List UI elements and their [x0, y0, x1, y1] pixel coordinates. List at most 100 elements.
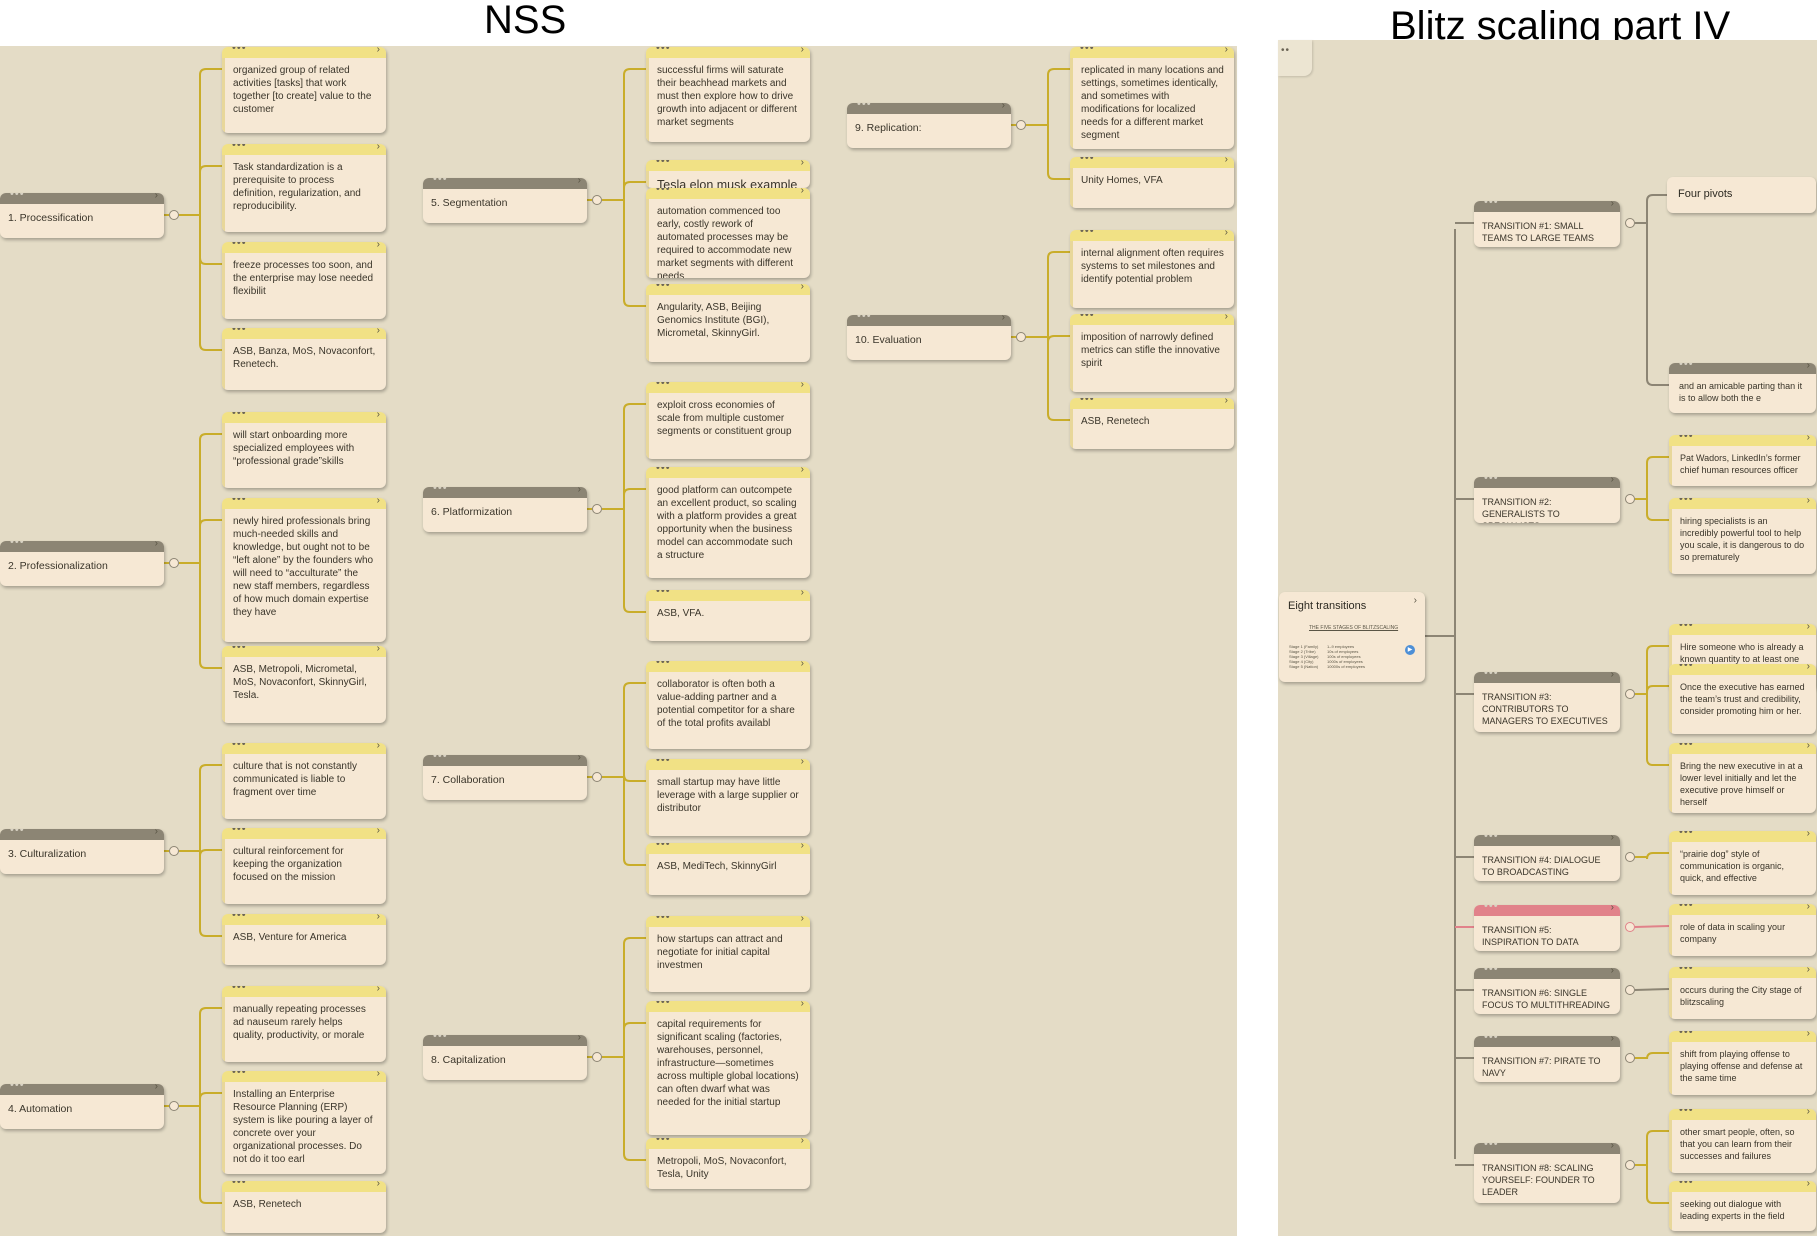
- more-icon[interactable]: •••: [10, 829, 25, 836]
- chevron-right-icon[interactable]: ›: [1610, 1036, 1614, 1044]
- note[interactable]: •••›Bring the new executive in at a lowe…: [1669, 743, 1816, 813]
- more-icon[interactable]: •••: [1080, 398, 1095, 405]
- more-icon[interactable]: •••: [1679, 1031, 1694, 1038]
- more-icon[interactable]: •••: [656, 47, 671, 54]
- more-icon[interactable]: •••: [857, 103, 872, 110]
- more-icon[interactable]: •••: [232, 646, 247, 653]
- note[interactable]: •••›newly hired professionals bring much…: [222, 498, 386, 642]
- note[interactable]: •••›shift from playing offense to playin…: [1669, 1031, 1816, 1095]
- note[interactable]: •••›ASB, VFA.: [646, 590, 810, 641]
- more-icon[interactable]: •••: [1679, 498, 1694, 505]
- more-icon[interactable]: •••: [232, 412, 247, 419]
- chevron-right-icon[interactable]: ›: [1806, 1031, 1810, 1039]
- note[interactable]: •••›freeze processes too soon, and the e…: [222, 242, 386, 319]
- chevron-right-icon[interactable]: ›: [1001, 315, 1005, 323]
- more-icon[interactable]: •••: [656, 1138, 671, 1145]
- more-icon[interactable]: •••: [1080, 157, 1095, 164]
- topic-2[interactable]: •••›2. Professionalization: [0, 541, 164, 586]
- more-icon[interactable]: •••: [232, 743, 247, 750]
- chevron-right-icon[interactable]: ›: [577, 755, 581, 763]
- chevron-right-icon[interactable]: ›: [1806, 435, 1810, 443]
- collapse-toggle[interactable]: [1016, 120, 1026, 130]
- note[interactable]: •••›other smart people, often, so that y…: [1669, 1109, 1816, 1173]
- more-icon[interactable]: •••: [1679, 624, 1694, 631]
- chevron-right-icon[interactable]: ›: [1806, 967, 1810, 975]
- collapse-toggle[interactable]: [1625, 1053, 1635, 1063]
- more-icon[interactable]: •••: [1484, 477, 1499, 484]
- more-icon[interactable]: •••: [1484, 968, 1499, 975]
- collapse-toggle[interactable]: [169, 210, 179, 220]
- collapse-toggle[interactable]: [1625, 1160, 1635, 1170]
- more-icon[interactable]: •••: [10, 541, 25, 548]
- canvas-corner-tab[interactable]: ••: [1278, 40, 1312, 76]
- more-icon[interactable]: •••: [1679, 904, 1694, 911]
- note[interactable]: •••›Once the executive has earned the te…: [1669, 664, 1816, 734]
- chevron-right-icon[interactable]: ›: [376, 412, 380, 420]
- chevron-right-icon[interactable]: ›: [1610, 672, 1614, 680]
- chevron-right-icon[interactable]: ›: [376, 986, 380, 994]
- chevron-right-icon[interactable]: ›: [376, 828, 380, 836]
- more-icon[interactable]: •••: [656, 160, 671, 167]
- chevron-right-icon[interactable]: ›: [1806, 831, 1810, 839]
- note[interactable]: •••›culture that is not constantly commu…: [222, 743, 386, 819]
- note[interactable]: •••›collaborator is often both a value-a…: [646, 661, 810, 749]
- transition-8[interactable]: •••›TRANSITION #8: SCALING YOURSELF: FOU…: [1474, 1143, 1620, 1203]
- more-icon[interactable]: •••: [656, 759, 671, 766]
- note[interactable]: •••›Metropoli, MoS, Novaconfort, Tesla, …: [646, 1138, 810, 1189]
- chevron-right-icon[interactable]: ›: [800, 590, 804, 598]
- transition-3[interactable]: •••›TRANSITION #3: CONTRIBUTORS TO MANAG…: [1474, 672, 1620, 732]
- more-icon[interactable]: •••: [1080, 47, 1095, 54]
- chevron-right-icon[interactable]: ›: [1610, 201, 1614, 209]
- chevron-right-icon[interactable]: ›: [154, 193, 158, 201]
- chevron-right-icon[interactable]: ›: [154, 829, 158, 837]
- chevron-right-icon[interactable]: ›: [1001, 103, 1005, 111]
- chevron-right-icon[interactable]: ›: [376, 743, 380, 751]
- more-icon[interactable]: •••: [1679, 363, 1694, 370]
- chevron-right-icon[interactable]: ›: [1224, 157, 1228, 165]
- more-icon[interactable]: •••: [1679, 831, 1694, 838]
- note[interactable]: •••›Task standardization is a prerequisi…: [222, 144, 386, 232]
- note[interactable]: •••›role of data in scaling your company: [1669, 904, 1816, 956]
- chevron-right-icon[interactable]: ›: [800, 661, 804, 669]
- note[interactable]: •••›Pat Wadors, LinkedIn’s former chief …: [1669, 435, 1816, 486]
- chevron-right-icon[interactable]: ›: [154, 541, 158, 549]
- note[interactable]: •••›Unity Homes, VFA: [1070, 157, 1234, 208]
- collapse-toggle[interactable]: [169, 558, 179, 568]
- transition-1[interactable]: •••›TRANSITION #1: SMALL TEAMS TO LARGE …: [1474, 201, 1620, 247]
- chevron-right-icon[interactable]: ›: [1610, 477, 1614, 485]
- transition-2[interactable]: •••›TRANSITION #2: GENERALISTS TO SPECIA…: [1474, 477, 1620, 523]
- chevron-right-icon[interactable]: ›: [376, 242, 380, 250]
- more-icon[interactable]: •••: [656, 1001, 671, 1008]
- note[interactable]: •••›automation commenced too early, cost…: [646, 188, 810, 278]
- collapse-toggle[interactable]: [169, 846, 179, 856]
- topic-5[interactable]: •••›5. Segmentation: [423, 178, 587, 223]
- chevron-right-icon[interactable]: ›: [1806, 743, 1810, 751]
- topic-4[interactable]: •••›4. Automation: [0, 1084, 164, 1129]
- note[interactable]: •••›ASB, MediTech, SkinnyGirl: [646, 843, 810, 895]
- more-icon[interactable]: •••: [1484, 835, 1499, 842]
- note[interactable]: •••›capital requirements for significant…: [646, 1001, 810, 1135]
- collapse-toggle[interactable]: [1625, 852, 1635, 862]
- collapse-toggle[interactable]: [1016, 332, 1026, 342]
- note[interactable]: •••›organized group of related activitie…: [222, 47, 386, 133]
- transition-5[interactable]: •••›TRANSITION #5: INSPIRATION TO DATA: [1474, 905, 1620, 951]
- note[interactable]: •••›ASB, Venture for America: [222, 914, 386, 965]
- topic-1[interactable]: •••›1. Processification: [0, 193, 164, 238]
- chevron-right-icon[interactable]: ›: [1224, 230, 1228, 238]
- note[interactable]: •••›small startup may have little levera…: [646, 759, 810, 836]
- chevron-right-icon[interactable]: ›: [1610, 968, 1614, 976]
- chevron-right-icon[interactable]: ›: [376, 498, 380, 506]
- chevron-right-icon[interactable]: ›: [376, 646, 380, 654]
- note[interactable]: •••›how startups can attract and negotia…: [646, 916, 810, 992]
- chevron-right-icon[interactable]: ›: [1224, 398, 1228, 406]
- chevron-right-icon[interactable]: ›: [376, 328, 380, 336]
- note-four-pivots[interactable]: Four pivots: [1667, 177, 1816, 213]
- more-icon[interactable]: •••: [232, 1181, 247, 1188]
- play-icon[interactable]: ▶: [1405, 645, 1415, 655]
- collapse-toggle[interactable]: [1625, 494, 1635, 504]
- note[interactable]: •••›and an amicable parting than it is t…: [1669, 363, 1816, 413]
- more-icon[interactable]: •••: [433, 487, 448, 494]
- more-icon[interactable]: •••: [232, 828, 247, 835]
- note[interactable]: •••›will start onboarding more specializ…: [222, 412, 386, 488]
- transition-4[interactable]: •••›TRANSITION #4: DIALOGUE TO BROADCAST…: [1474, 835, 1620, 881]
